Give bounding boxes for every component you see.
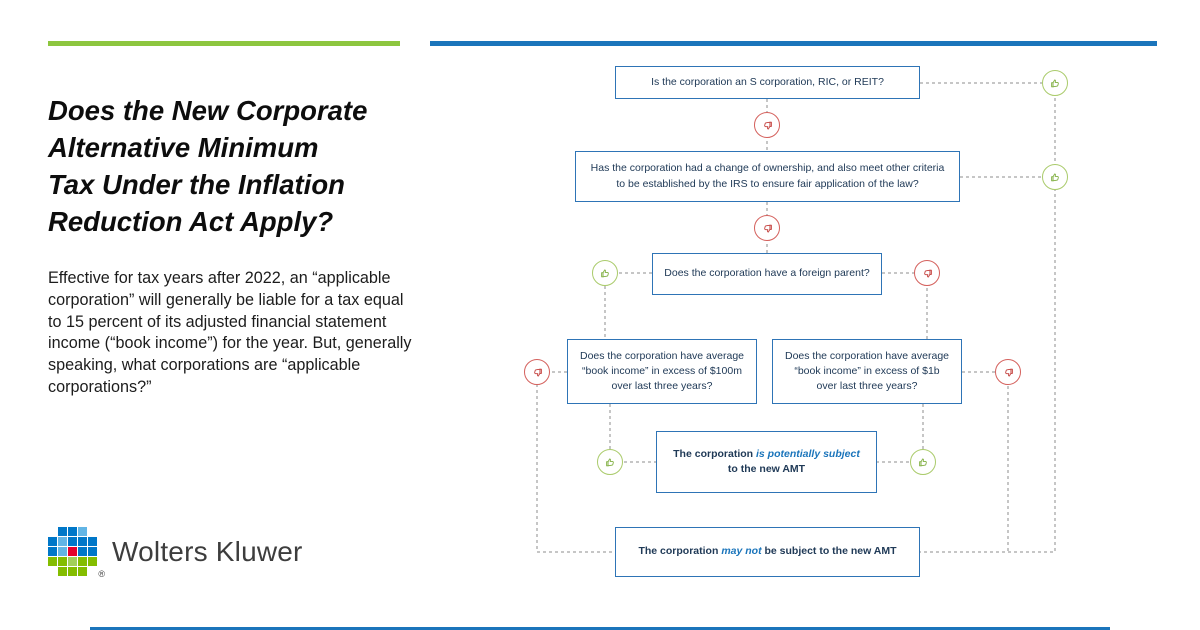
thumbs-down-icon [760,221,775,236]
thumbs-down-badge [524,359,550,385]
question-text: Has the corporation had a change of owne… [590,162,945,190]
wolters-kluwer-globe-icon: ® [48,527,105,579]
thumbs-up-icon [1048,170,1063,185]
question-text: Does the corporation have average “book … [579,349,745,393]
question-s-corp-ric-reit: Is the corporation an S corporation, RIC… [615,66,920,99]
thumbs-up-icon [1048,76,1063,91]
question-book-income-1b: Does the corporation have average “book … [772,339,962,404]
page-title: Does the New Corporate Alternative Minim… [48,92,428,240]
result-suffix: to the new AMT [727,463,806,475]
question-change-of-ownership: Has the corporation had a change of owne… [575,151,960,202]
thumbs-down-badge [754,112,780,138]
thumbs-up-icon [916,455,931,470]
result-suffix: be subject to the new AMT [761,545,897,558]
thumbs-down-badge [754,215,780,241]
question-text: Does the corporation have average “book … [784,349,950,393]
thumbs-down-icon [920,266,935,281]
result-potentially-subject: The corporation is potentially subject t… [656,431,877,493]
intro-paragraph: Effective for tax years after 2022, an “… [48,269,412,396]
result-emphasis: is potentially subject [755,447,860,460]
thumbs-down-icon [530,365,545,380]
question-book-income-100m: Does the corporation have average “book … [567,339,757,404]
thumbs-up-badge [592,260,618,286]
thumbs-up-icon [598,266,613,281]
title-line-2: Alternative Minimum [48,132,319,163]
wolters-kluwer-logo: ® Wolters Kluwer [48,527,303,579]
question-foreign-parent: Does the corporation have a foreign pare… [652,253,882,295]
thumbs-up-badge [1042,164,1068,190]
thumbs-up-badge [597,449,623,475]
thumbs-down-badge [914,260,940,286]
title-line-4: Reduction Act Apply? [48,206,334,237]
registered-trademark: ® [98,569,105,579]
green-accent-bar [48,41,400,46]
title-line-3: Tax Under the Inflation [48,169,345,200]
thumbs-up-icon [603,455,618,470]
question-text: Does the corporation have a foreign pare… [664,267,870,280]
thumbs-down-badge [995,359,1021,385]
result-prefix: The corporation [673,447,756,460]
result-text: The corporation is potentially subject t… [667,447,866,477]
thumbs-down-icon [760,118,775,133]
title-line-1: Does the New Corporate [48,95,368,126]
logo-wordmark: Wolters Kluwer [112,536,303,567]
result-may-not-be-subject: The corporation may not be subject to th… [615,527,920,577]
thumbs-up-badge [1042,70,1068,96]
blue-accent-bar [430,41,1157,46]
connector-line [962,371,1009,552]
result-text: The corporation may not be subject to th… [638,544,896,559]
bottom-accent-bar [90,627,1110,630]
result-emphasis: may not [721,545,762,558]
thumbs-up-badge [910,449,936,475]
result-prefix: The corporation [638,545,722,558]
question-text: Is the corporation an S corporation, RIC… [651,75,884,88]
thumbs-down-icon [1001,365,1016,380]
